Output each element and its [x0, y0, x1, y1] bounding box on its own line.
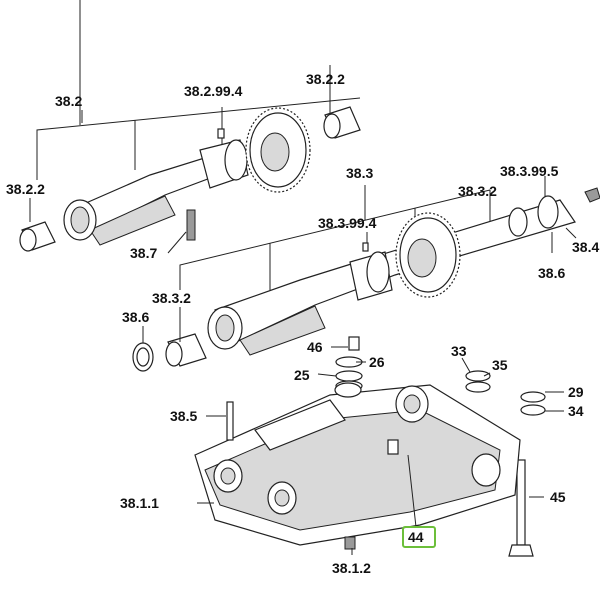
label-38-2: 38.2 — [55, 93, 82, 109]
label-38-6-left: 38.6 — [122, 309, 149, 325]
callout-labels: 38.2 38.2.99.4 38.2.2 38.2.2 38.7 38.3 3… — [6, 71, 599, 576]
label-29: 29 — [568, 384, 584, 400]
label-38-6-right: 38.6 — [538, 265, 565, 281]
leader-lines — [29, 88, 577, 555]
label-45: 45 — [550, 489, 566, 505]
label-46: 46 — [307, 339, 323, 355]
lower-balancer-shaft — [132, 176, 600, 372]
label-26: 26 — [369, 354, 385, 370]
label-38-3: 38.3 — [346, 165, 373, 181]
label-38-7: 38.7 — [130, 245, 157, 261]
balancer-housing — [194, 382, 521, 550]
label-38-3-99-4: 38.3.99.4 — [318, 215, 377, 231]
label-33: 33 — [451, 343, 467, 359]
highlight-box-44 — [402, 526, 436, 548]
label-44: 44 — [408, 529, 424, 545]
label-38-1-2: 38.1.2 — [332, 560, 371, 576]
label-34: 34 — [568, 403, 584, 419]
label-35: 35 — [492, 357, 508, 373]
label-38-2-2-top: 38.2.2 — [306, 71, 345, 87]
label-38-3-99-5: 38.3.99.5 — [500, 163, 559, 179]
upper-balancer-shaft — [19, 0, 361, 252]
label-38-1-1: 38.1.1 — [120, 495, 159, 511]
label-38-4: 38.4 — [572, 239, 599, 255]
label-38-3-2-left: 38.3.2 — [152, 290, 191, 306]
label-38-5: 38.5 — [170, 408, 197, 424]
label-25: 25 — [294, 367, 310, 383]
label-38-2-99-4: 38.2.99.4 — [184, 83, 243, 99]
label-38-3-2-right: 38.3.2 — [458, 183, 497, 199]
label-38-2-2-left: 38.2.2 — [6, 181, 45, 197]
